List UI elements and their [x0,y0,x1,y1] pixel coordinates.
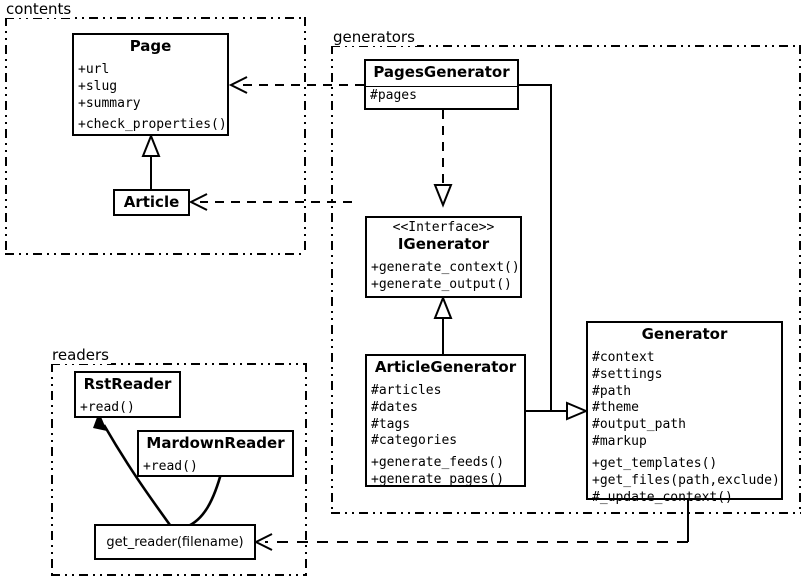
package-generators-border-left [331,45,333,514]
class-page-methods: +check_properties() [74,115,227,137]
arrowhead-hollow-igenerator-2 [433,295,453,319]
arrowhead-hollow-generator [566,401,589,421]
class-mardownreader-title: MardownReader [146,434,285,452]
package-generators-label: generators [331,28,417,46]
attribute: #path [592,383,632,399]
class-mardownreader-methods: +read() [139,457,292,479]
function-get-reader[interactable]: get_reader(filename) [94,524,256,560]
method: +generate_output() [371,276,512,292]
class-article[interactable]: Article [113,189,190,216]
package-readers-border-top [51,363,307,365]
class-rstreader-title: RstReader [83,375,172,393]
class-generator-title: Generator [641,325,728,343]
class-igenerator[interactable]: <<Interface>> IGenerator +generate_conte… [365,216,522,298]
package-contents [5,17,306,255]
attribute: +slug [78,78,118,94]
function-get-reader-label: get_reader(filename) [106,534,244,550]
attribute: #theme [592,400,639,416]
attribute: #tags [371,416,411,432]
package-readers-border-bottom [51,574,307,576]
arrowhead-filled-rstreader [93,412,107,431]
class-articlegenerator-methods: +generate_feeds() +generate_pages() [367,453,524,492]
attribute: #articles [371,382,442,398]
method: +generate_pages() [371,472,505,488]
package-readers-border-left [51,363,53,576]
attribute: #dates [371,399,418,415]
class-page[interactable]: Page +url +slug +summary +check_properti… [72,33,229,136]
class-generator-methods: +get_templates() +get_files(path,exclude… [588,454,781,510]
package-generators-border-top [331,45,801,47]
edge-pagesgenerator-to-generator [519,84,569,412]
class-articlegenerator[interactable]: ArticleGenerator #articles #dates #tags … [365,354,526,487]
attribute: #context [592,349,655,365]
method: +get_files(path,exclude) [592,472,780,488]
package-generators-border-right [799,45,801,514]
class-pagesgenerator[interactable]: PagesGenerator #pages [364,59,519,110]
package-generators-border-bottom [331,512,801,514]
method: +read() [143,458,198,474]
package-contents-border-bottom [5,253,306,255]
class-rstreader-methods: +read() [76,398,179,420]
class-pagesgenerator-attributes: #pages [366,86,517,108]
arrowhead-open-getreader [253,533,273,551]
arrowhead-open-article [188,193,208,211]
attribute: +summary [78,95,141,111]
class-igenerator-title: IGenerator [397,234,490,253]
class-pagesgenerator-title: PagesGenerator [373,63,510,81]
attribute: #categories [371,433,458,449]
method: +generate_feeds() [371,455,505,471]
package-contents-border-right [304,17,306,255]
attribute: +url [78,61,110,77]
method: +get_templates() [592,456,718,472]
arrowhead-open-page [228,76,248,94]
class-articlegenerator-title: ArticleGenerator [374,358,517,376]
class-page-title: Page [129,37,172,55]
package-contents-border-top [5,17,306,19]
method: +check_properties() [78,117,227,133]
package-contents-border-left [5,17,7,255]
class-generator[interactable]: Generator #context #settings #path #them… [586,321,783,505]
package-generators [331,45,801,514]
attribute: #output_path [592,417,686,433]
attribute: #markup [592,434,647,450]
method: +read() [80,399,135,415]
class-mardownreader[interactable]: MardownReader +read() [137,430,294,477]
package-readers [51,363,307,576]
class-page-attributes: +url +slug +summary [74,60,227,116]
class-article-title: Article [123,192,180,211]
edge-getreader-to-rstreader [102,424,172,526]
method: +generate_context() [371,259,520,275]
attribute: #settings [592,366,663,382]
class-articlegenerator-attributes: #articles #dates #tags #categories [367,381,524,454]
class-igenerator-stereotype: <<Interface>> [392,220,495,235]
arrowhead-hollow-igenerator [433,184,453,208]
arrowhead-hollow-page [141,133,161,157]
method: #_update_context() [592,489,733,505]
class-igenerator-methods: +generate_context() +generate_output() [367,258,520,297]
class-generator-attributes: #context #settings #path #theme #output_… [588,348,781,454]
package-readers-border-right [305,363,307,576]
package-readers-label: readers [50,346,111,364]
attribute: #pages [370,88,417,104]
package-contents-label: contents [4,0,74,18]
class-rstreader[interactable]: RstReader +read() [74,371,181,418]
